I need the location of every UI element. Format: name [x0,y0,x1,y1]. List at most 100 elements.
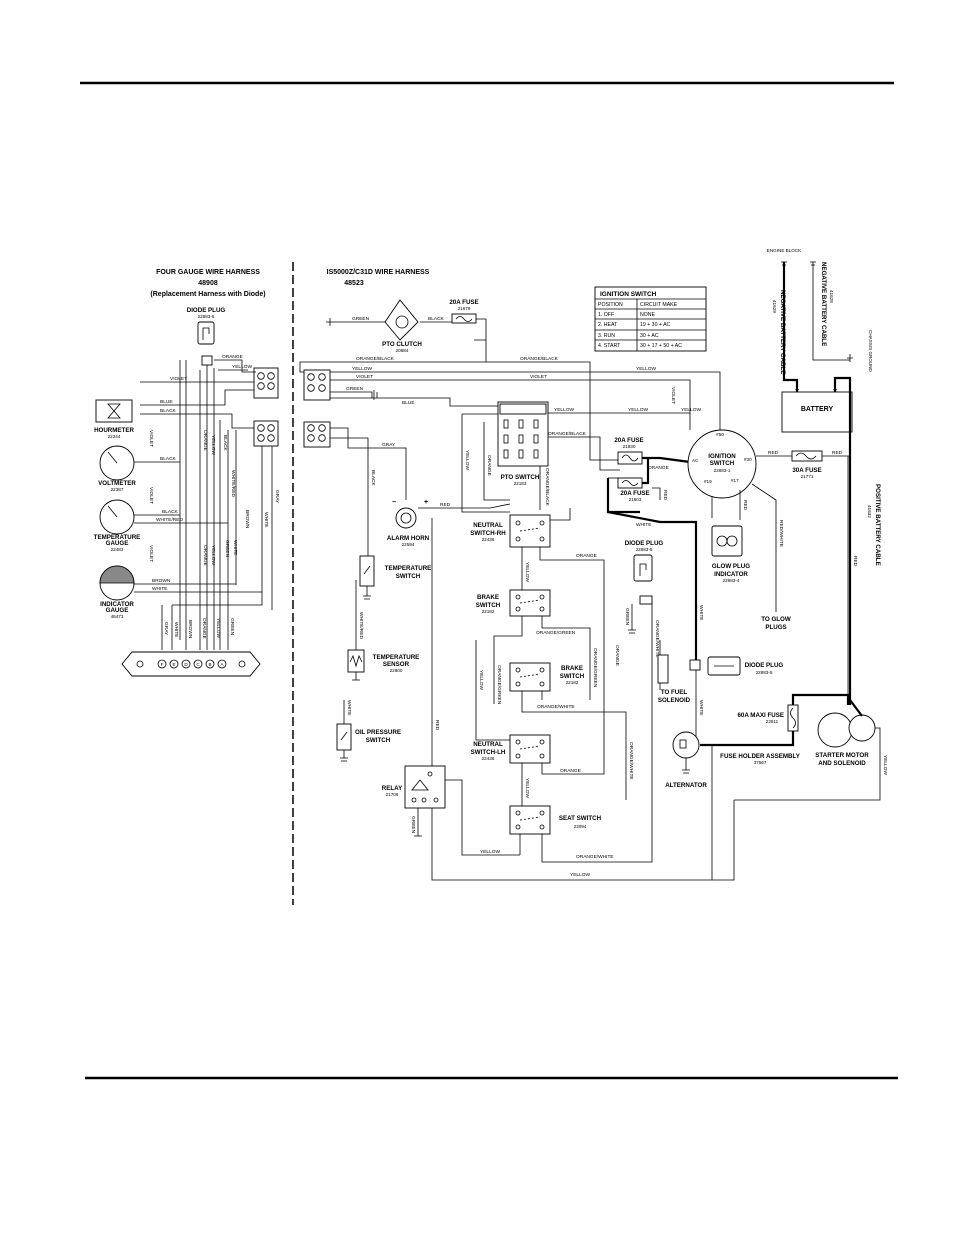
svg-text:CIRCUIT MAKE: CIRCUIT MAKE [640,302,678,308]
ignition-table: IGNITION SWITCH POSITION CIRCUIT MAKE 1.… [594,286,707,352]
svg-text:YELLOW: YELLOW [215,618,221,638]
svg-text:C: C [196,662,200,667]
svg-text:SWITCH: SWITCH [366,737,391,744]
left-bottom-connector [121,651,261,677]
svg-text:41632: 41632 [867,505,872,518]
svg-text:RED: RED [434,720,440,731]
svg-text:4. START: 4. START [598,343,621,349]
svg-text:B: B [208,662,211,667]
temp-gauge-part: 22483 [111,547,124,552]
starter-motor-icon [817,712,853,748]
svg-text:22182: 22182 [482,609,495,614]
svg-text:E: E [172,662,175,667]
diode-plug-right-label: DIODE PLUG [745,662,784,669]
voltmeter-part: 22387 [111,487,124,492]
svg-text:BROWN: BROWN [152,578,171,584]
svg-text:ORANGE: ORANGE [486,455,492,476]
svg-text:YELLOW: YELLOW [570,872,590,878]
svg-text:ORANGE: ORANGE [560,768,581,774]
svg-text:GRAY: GRAY [163,622,169,636]
svg-text:22183: 22183 [514,481,527,486]
svg-text:#50: #50 [716,432,724,437]
svg-text:22594: 22594 [402,542,415,547]
svg-text:RED: RED [440,502,451,508]
svg-text:ORANGE: ORANGE [648,465,669,471]
svg-text:BLACK: BLACK [370,470,376,487]
svg-text:POSITION: POSITION [598,302,623,308]
svg-text:37567: 37567 [754,760,767,765]
svg-text:BLACK: BLACK [162,509,179,515]
svg-text:RED: RED [852,556,858,567]
maxi-fuse-label: 60A MAXI FUSE [737,712,784,719]
left-harness-number: 48908 [198,280,218,287]
alarm-horn-label: ALARM HORN [387,535,430,542]
svg-text:SWITCH: SWITCH [396,573,421,580]
svg-text:GREEN: GREEN [410,816,416,834]
svg-text:22883-4: 22883-4 [723,578,740,583]
battery-label: BATTERY [801,406,834,413]
relay-label: RELAY [382,785,403,792]
svg-text:RED: RED [768,450,779,456]
svg-text:PLUGS: PLUGS [765,624,786,631]
svg-text:YELLOW: YELLOW [464,450,470,470]
svg-text:WHITE: WHITE [173,622,179,637]
svg-text:22182: 22182 [566,680,579,685]
svg-text:WHITE: WHITE [698,700,704,715]
pto-clutch-label: PTO CLUTCH [382,341,422,348]
svg-text:BROWN: BROWN [244,510,250,529]
svg-text:ORANGE: ORANGE [576,553,597,559]
alternator-label: ALTERNATOR [665,782,707,789]
main-harness-number: 48523 [344,280,364,287]
svg-text:GREEN: GREEN [624,608,630,626]
svg-text:GREEN: GREEN [352,316,370,322]
svg-text:INDICATOR: INDICATOR [714,571,748,578]
diode-connector-icon [201,355,213,366]
diode-plug-icon [197,321,215,345]
diode-plug-mid-icon [633,554,653,582]
svg-text:22436: 22436 [482,756,495,761]
svg-text:A: A [220,662,224,667]
brake-switch-2-icon [509,662,551,692]
svg-text:RED: RED [832,450,843,456]
svg-text:ORANGE: ORANGE [202,430,208,451]
svg-text:ORANGE/BLACK: ORANGE/BLACK [548,431,587,437]
svg-text:22800: 22800 [390,668,403,673]
to-fuel-label: TO FUEL [661,689,688,696]
brake-switch-2-label: BRAKE [561,665,583,672]
fuse-30a-label: 30A FUSE [792,467,821,474]
hourmeter-part: 22244 [108,434,121,439]
to-glow-label: TO GLOW [761,616,791,623]
svg-text:RED: RED [662,490,668,501]
svg-text:ORANGE: ORANGE [222,354,243,360]
svg-text:YELLOW: YELLOW [636,366,656,372]
oil-pressure-switch-icon [336,723,352,751]
neutral-switch-lh-icon [509,734,551,764]
svg-text:BLACK: BLACK [428,316,445,322]
ignition-switch-label: IGNITION [708,453,736,460]
connector-pins: F E D C B A [157,659,227,669]
brake-switch-1-icon [509,589,551,617]
temp-gauge-label: TEMPERATURE [94,534,141,541]
solenoid-icon [848,714,876,742]
battery-icon [781,391,853,433]
svg-text:ORANGE/WHITE: ORANGE/WHITE [628,742,634,780]
svg-text:YELLOW: YELLOW [882,755,888,775]
svg-text:20884: 20884 [396,348,409,353]
svg-text:3. RUN: 3. RUN [598,333,615,339]
svg-text:AC: AC [692,458,699,463]
ignition-switch-icon [687,429,757,499]
neutral-switch-rh-icon [509,514,551,548]
svg-text:BLACK: BLACK [160,456,177,462]
neutral-lh-label: NEUTRAL [473,741,503,748]
svg-text:SWITCH: SWITCH [710,460,735,467]
svg-text:23094: 23094 [574,824,587,829]
svg-text:YELLOW: YELLOW [352,366,372,372]
svg-text:VIOLET: VIOLET [356,374,373,380]
svg-text:GRAY: GRAY [382,442,396,448]
svg-text:30 + AC: 30 + AC [640,333,659,339]
hourmeter-label: HOURMETER [94,427,134,434]
svg-text:YELLOW: YELLOW [554,407,574,413]
left-harness-title: FOUR GAUGE WIRE HARNESS [156,269,260,276]
svg-text:SWITCH-LH: SWITCH-LH [471,749,506,756]
svg-text:41629: 41629 [772,300,777,313]
